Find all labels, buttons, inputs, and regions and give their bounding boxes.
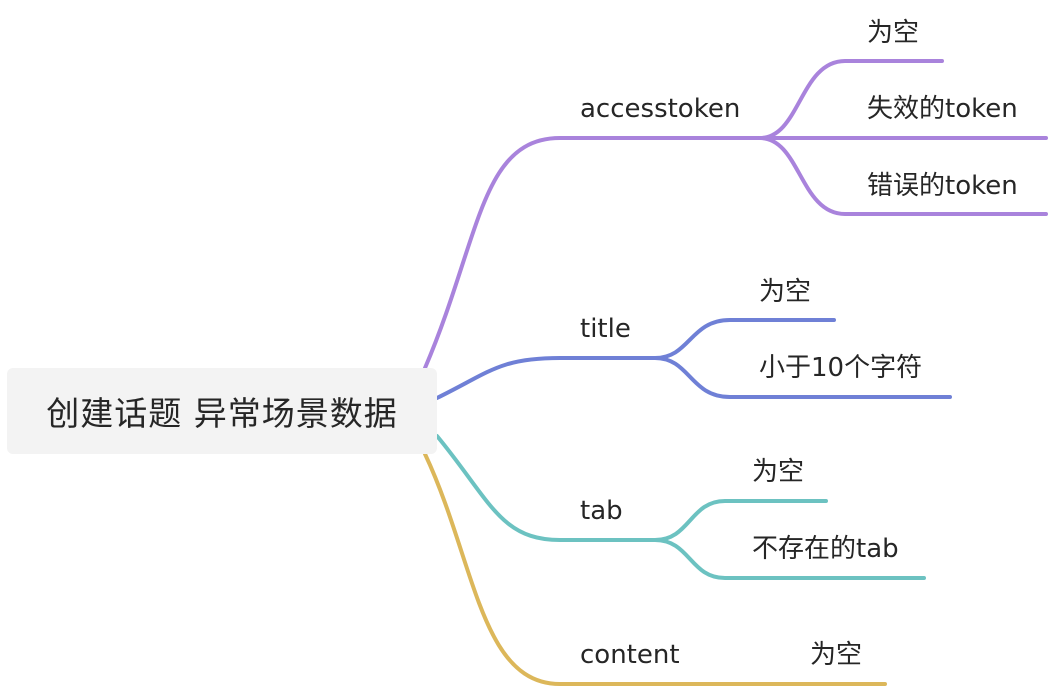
subtopic-accesstoken-wrong[interactable]: 错误的token [867, 171, 1018, 201]
root-topic[interactable]: 创建话题 异常场景数据 [7, 368, 437, 454]
subtopic-title-short[interactable]: 小于10个字符 [759, 353, 923, 383]
connector-tab-empty [653, 499, 828, 542]
connector-root-content [423, 452, 887, 686]
connector-title-short [653, 356, 952, 399]
connector-title-empty [653, 318, 836, 360]
connector-tab-nonexist [653, 538, 926, 580]
connector-root-accesstoken [423, 136, 762, 370]
connector-accesstoken-empty [758, 59, 944, 140]
connector-accesstoken-wrong [758, 136, 1048, 216]
subtopic-accesstoken-invalid[interactable]: 失效的token [867, 94, 1018, 124]
topic-content[interactable]: content [580, 640, 680, 670]
subtopic-content-empty[interactable]: 为空 [810, 640, 863, 670]
topic-title[interactable]: title [580, 314, 631, 344]
subtopic-title-empty[interactable]: 为空 [759, 277, 812, 307]
topic-accesstoken[interactable]: accesstoken [580, 94, 741, 124]
subtopic-tab-empty[interactable]: 为空 [752, 457, 805, 487]
subtopic-tab-nonexist[interactable]: 不存在的tab [752, 534, 899, 564]
subtopic-accesstoken-empty[interactable]: 为空 [867, 18, 920, 48]
root-topic-label: 创建话题 异常场景数据 [46, 394, 398, 433]
connector-root-title [435, 356, 657, 400]
connector-root-tab [435, 434, 657, 542]
topic-tab[interactable]: tab [580, 496, 623, 526]
